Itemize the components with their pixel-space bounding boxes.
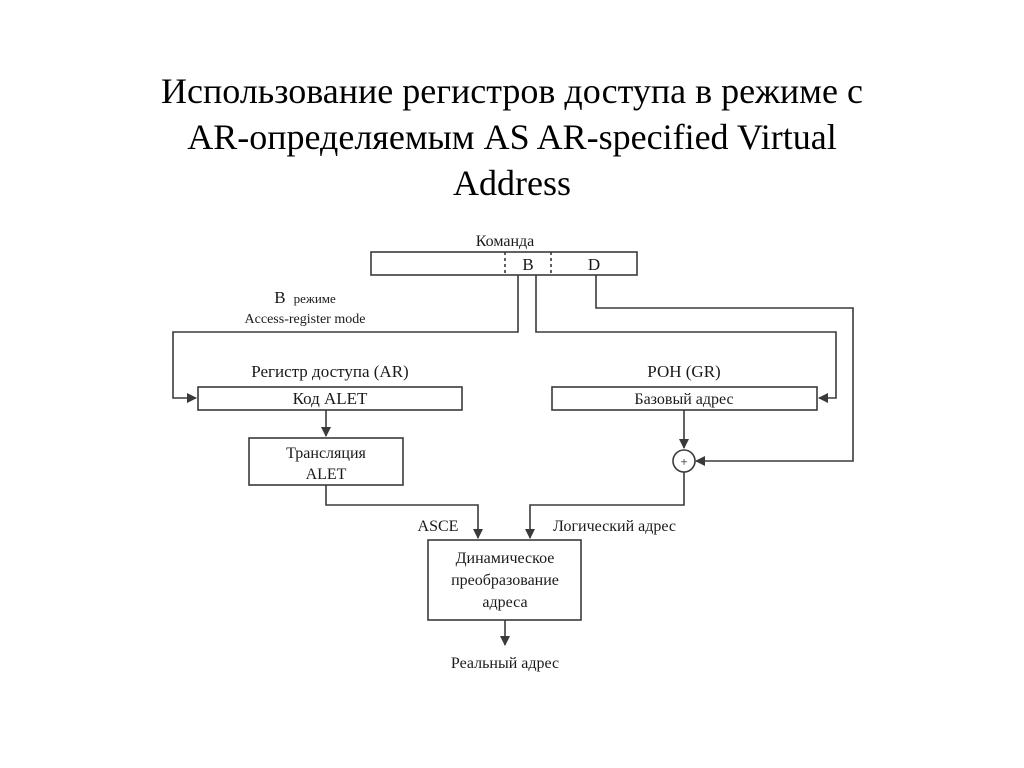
dat-line-1: Динамическое xyxy=(456,550,555,567)
mode-label-line-2: Access-register mode xyxy=(245,312,366,327)
b-to-gr-line xyxy=(535,275,837,403)
mode-label-suffix: режиме xyxy=(294,291,336,306)
d-to-adder-line xyxy=(595,275,854,466)
dat-line-2: преобразование xyxy=(451,572,559,589)
gr-register-label: РОН (GR) xyxy=(647,362,720,381)
instruction-field-b: B xyxy=(522,255,533,274)
ar-register-box xyxy=(197,386,463,411)
real-address-label: Реальный адрес xyxy=(451,655,559,672)
slide-title-line-3: Address xyxy=(453,163,571,203)
logical-address-label: Логический адрес xyxy=(553,518,676,535)
instruction-label: Команда xyxy=(476,233,535,250)
asce-label: ASCE xyxy=(418,518,459,535)
asce-arrow xyxy=(325,485,483,539)
slide-title-line-2: AR-определяемым AS AR-specified Virtual xyxy=(187,117,837,157)
adder-symbol: + xyxy=(680,454,687,469)
b-to-ar-line xyxy=(172,275,519,403)
alet-translation-line-2: ALET xyxy=(306,466,347,483)
logical-address-arrow xyxy=(525,472,685,539)
ar-box-text: Код ALET xyxy=(293,389,368,408)
dat-line-3: адреса xyxy=(482,594,527,611)
slide-title-line-1: Использование регистров доступа в режиме… xyxy=(161,71,863,111)
mode-label-prefix: В xyxy=(274,288,285,307)
gr-box-text: Базовый адрес xyxy=(634,391,733,408)
slide-title: Использование регистров доступа в режиме… xyxy=(62,68,962,206)
instruction-box xyxy=(370,251,638,276)
alet-translation-line-1: Трансляция xyxy=(286,445,366,462)
instruction-field-d: D xyxy=(588,255,600,274)
ar-register-label: Регистр доступа (AR) xyxy=(251,362,408,381)
mode-label-line-1: В режиме xyxy=(274,288,336,307)
